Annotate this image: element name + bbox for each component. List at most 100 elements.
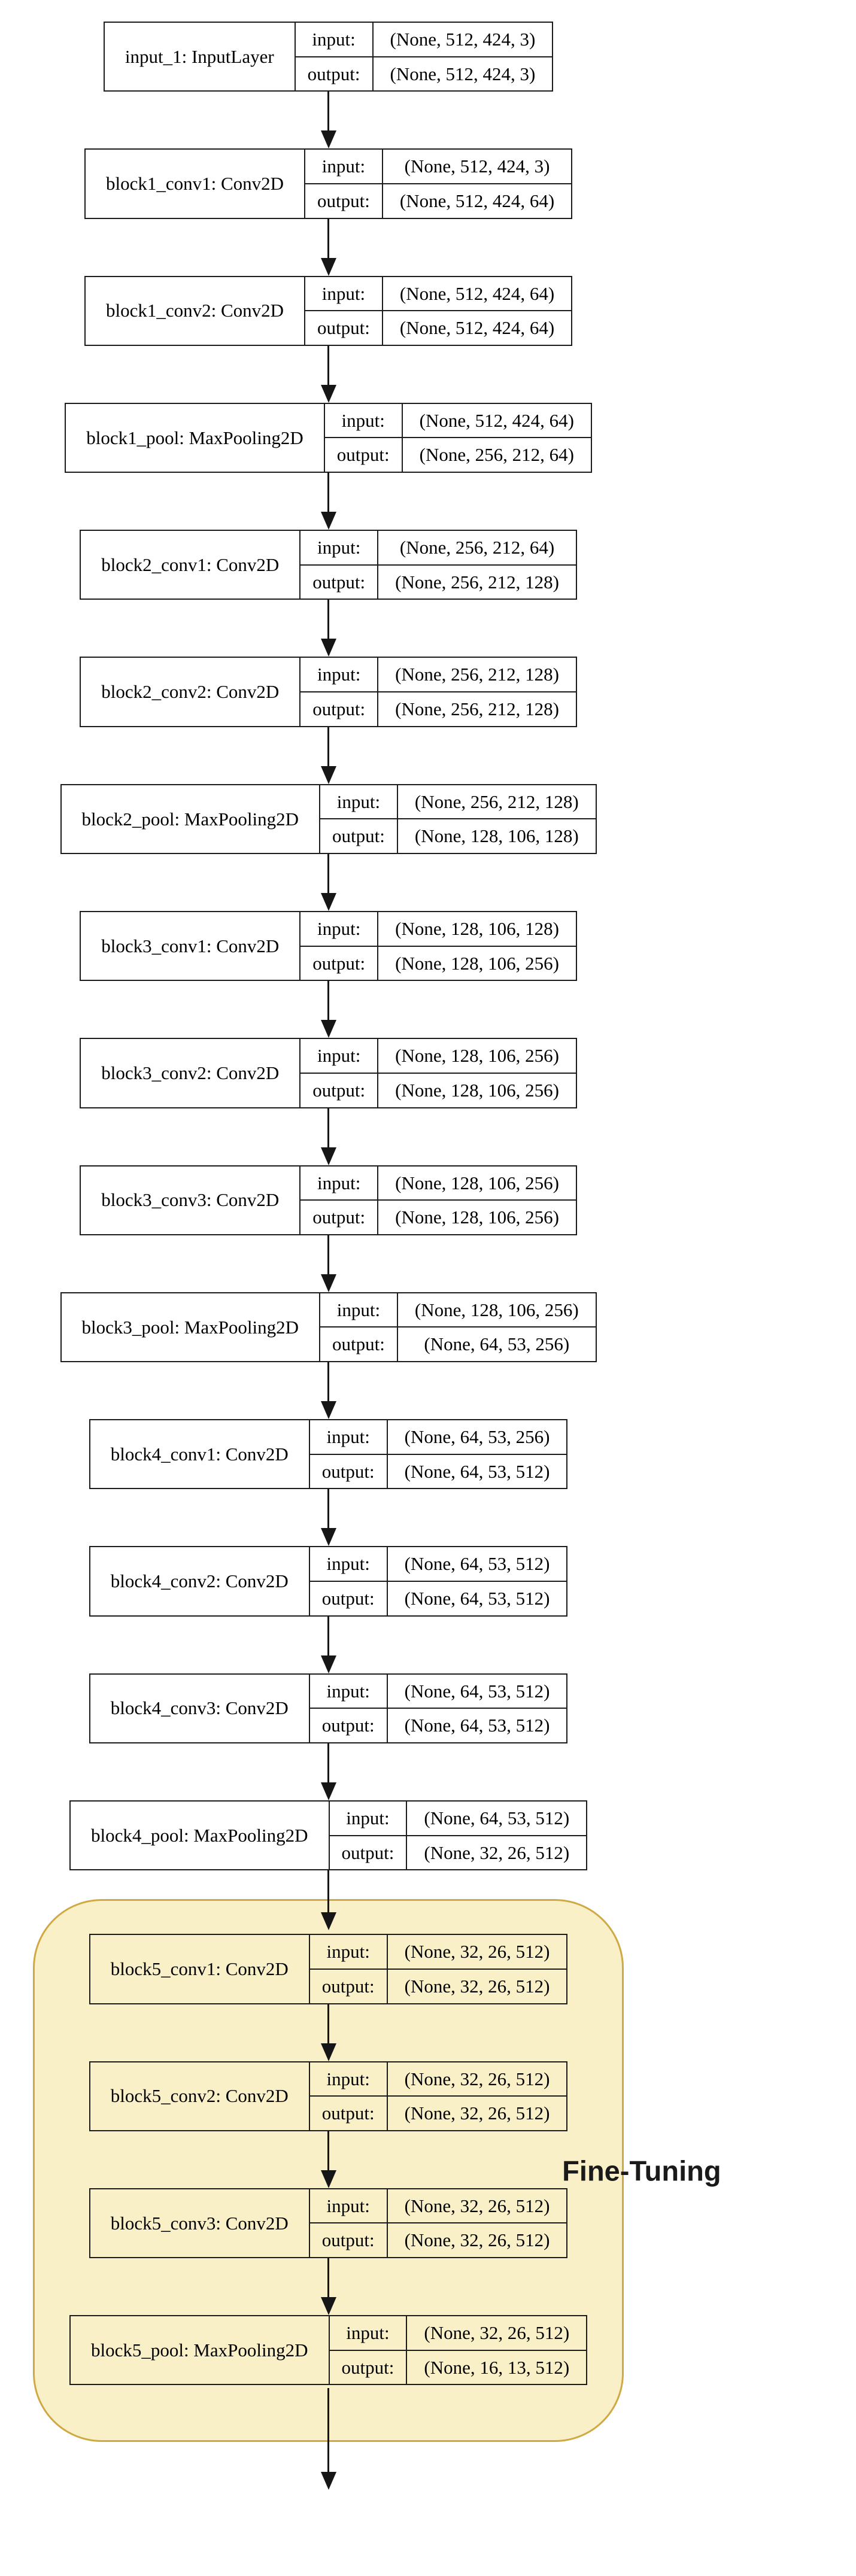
arrow-down-icon [320, 384, 336, 403]
input-shape: (None, 128, 106, 128) [377, 910, 577, 947]
layer-name: block4_pool: MaxPooling2D [69, 1800, 330, 1871]
model-architecture-diagram: input_1: InputLayer input: (None, 512, 4… [33, 0, 721, 2490]
input-label: input: [308, 1673, 388, 1709]
layer-node-block2_conv2: block2_conv2: Conv2D input: (None, 256, … [80, 657, 577, 727]
edge-arrow [320, 1489, 336, 1547]
input-shape: (None, 32, 26, 512) [386, 2188, 568, 2224]
input-shape: (None, 256, 212, 64) [377, 530, 577, 566]
arrow-down-icon [320, 1912, 336, 1931]
layer-name: block1_conv2: Conv2D [84, 275, 306, 346]
output-shape: (None, 512, 424, 64) [381, 310, 573, 346]
layer-node-block4_conv2: block4_conv2: Conv2D input: (None, 64, 5… [89, 1546, 568, 1617]
output-shape: (None, 256, 212, 64) [401, 437, 592, 473]
output-label: output: [299, 564, 379, 600]
output-label: output: [328, 1834, 408, 1871]
layer-name: block5_conv1: Conv2D [89, 1934, 310, 2004]
output-shape: (None, 128, 106, 256) [377, 1072, 577, 1108]
output-shape: (None, 64, 53, 512) [386, 1453, 568, 1490]
edge-arrow [320, 473, 336, 530]
layer-node-block5_conv2: block5_conv2: Conv2D input: (None, 32, 2… [89, 2061, 568, 2131]
arrow-line [327, 1235, 330, 1274]
output-label: output: [308, 1581, 388, 1617]
edge-arrow [320, 1108, 336, 1165]
input-label: input: [319, 1292, 398, 1328]
input-label: input: [308, 2061, 388, 2097]
input-shape: (None, 64, 53, 512) [386, 1673, 568, 1709]
input-shape: (None, 64, 53, 512) [386, 1546, 568, 1582]
arrow-down-icon [320, 2043, 336, 2061]
output-label: output: [308, 2095, 388, 2131]
input-shape: (None, 512, 424, 64) [381, 275, 573, 312]
input-label: input: [299, 910, 379, 947]
edge-arrow [320, 2004, 336, 2061]
fine-tuning-group: block5_conv1: Conv2D input: (None, 32, 2… [33, 1899, 721, 2443]
arrow-down-icon [320, 257, 336, 276]
output-label: output: [308, 1708, 388, 1743]
layer-node-block4_pool: block4_pool: MaxPooling2D input: (None, … [69, 1800, 588, 1871]
layer-name: block4_conv2: Conv2D [89, 1546, 310, 1617]
arrow-line [327, 218, 330, 258]
output-label: output: [304, 310, 383, 346]
arrow-down-icon [320, 512, 336, 530]
layer-node-block4_conv3: block4_conv3: Conv2D input: (None, 64, 5… [89, 1673, 568, 1743]
layer-name: block5_conv2: Conv2D [89, 2061, 310, 2131]
input-label: input: [299, 1165, 379, 1201]
layer-node-input_1: input_1: InputLayer input: (None, 512, 4… [103, 21, 554, 92]
output-label: output: [328, 2349, 408, 2386]
fine-tuning-label: Fine-Tuning [562, 2155, 721, 2187]
layer-node-block3_conv1: block3_conv1: Conv2D input: (None, 128, … [80, 910, 577, 982]
input-label: input: [328, 1800, 408, 1836]
layer-node-block2_pool: block2_pool: MaxPooling2D input: (None, … [60, 783, 597, 854]
output-label: output: [294, 56, 374, 92]
input-label: input: [308, 1934, 388, 1970]
arrow-line [327, 1108, 330, 1147]
layer-node-block5_pool: block5_pool: MaxPooling2D input: (None, … [69, 2315, 588, 2386]
input-label: input: [323, 402, 403, 439]
arrow-down-icon [320, 892, 336, 911]
layer-name: block3_conv2: Conv2D [80, 1038, 301, 1108]
arrow-down-icon [320, 2472, 336, 2490]
output-label: output: [299, 691, 379, 727]
output-shape: (None, 128, 106, 256) [377, 945, 577, 982]
layer-name: block2_conv2: Conv2D [80, 657, 301, 727]
edge-arrow [320, 345, 336, 403]
input-shape: (None, 64, 53, 256) [386, 1419, 568, 1455]
arrow-line [327, 1743, 330, 1782]
edge-arrow [320, 1362, 336, 1420]
edge-arrow [320, 92, 336, 149]
input-label: input: [308, 1546, 388, 1582]
edge-arrow [320, 853, 336, 911]
layer-node-block4_conv1: block4_conv1: Conv2D input: (None, 64, 5… [89, 1419, 568, 1490]
edge-arrow [320, 1235, 336, 1292]
output-shape: (None, 256, 212, 128) [377, 564, 577, 600]
input-label: input: [299, 1038, 379, 1074]
layer-node-block5_conv3: block5_conv3: Conv2D input: (None, 32, 2… [89, 2188, 568, 2259]
output-shape: (None, 32, 26, 512) [386, 2095, 568, 2131]
edge-arrow [320, 2388, 336, 2490]
arrow-line [327, 2131, 330, 2170]
output-shape: (None, 16, 13, 512) [406, 2349, 588, 2386]
layer-node-block3_conv3: block3_conv3: Conv2D input: (None, 128, … [80, 1165, 577, 1235]
layer-name: block1_pool: MaxPooling2D [65, 402, 325, 473]
output-label: output: [323, 437, 403, 473]
output-shape: (None, 128, 106, 256) [377, 1199, 577, 1235]
input-shape: (None, 256, 212, 128) [377, 657, 577, 693]
edge-arrow [320, 2131, 336, 2188]
output-label: output: [308, 1453, 388, 1490]
output-shape: (None, 256, 212, 128) [377, 691, 577, 727]
arrow-line [327, 2388, 330, 2472]
input-shape: (None, 32, 26, 512) [386, 2061, 568, 2097]
output-label: output: [299, 1072, 379, 1108]
input-shape: (None, 512, 424, 3) [381, 148, 573, 184]
edge-arrow [320, 981, 336, 1038]
input-shape: (None, 128, 106, 256) [377, 1038, 577, 1074]
output-shape: (None, 64, 53, 256) [396, 1326, 597, 1363]
layer-node-block3_conv2: block3_conv2: Conv2D input: (None, 128, … [80, 1038, 577, 1108]
output-shape: (None, 32, 26, 512) [386, 1968, 568, 2004]
layer-name: block3_conv1: Conv2D [80, 910, 301, 982]
layer-name: input_1: InputLayer [103, 21, 296, 92]
input-label: input: [304, 275, 383, 312]
arrow-down-icon [320, 1528, 336, 1547]
arrow-line [327, 345, 330, 385]
input-label: input: [294, 22, 374, 57]
